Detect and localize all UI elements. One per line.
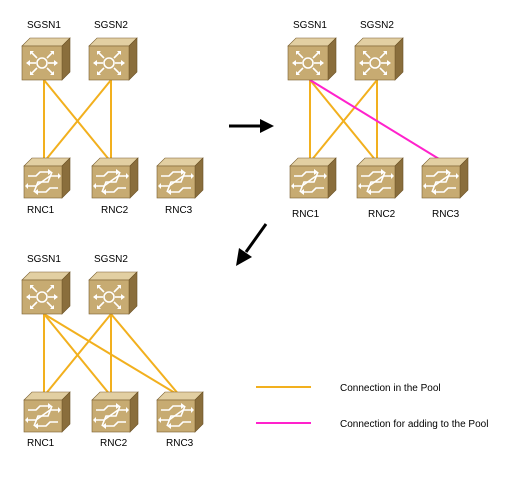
rnc3-switch-icon	[421, 157, 469, 199]
legend: Connection in the Pool Connection for ad…	[256, 383, 488, 430]
link-sgsn1-rnc3-add	[309, 79, 445, 163]
rnc2-switch-icon	[356, 157, 404, 199]
link-sgsn2-rnc1	[43, 313, 112, 397]
rnc2-switch-icon	[91, 391, 139, 433]
link-sgsn2-rnc3	[110, 313, 181, 397]
sgsn2-label: SGSN2	[360, 20, 394, 31]
rnc2-label: RNC2	[101, 205, 129, 216]
rnc3-switch-icon	[156, 157, 204, 199]
arrow-right-icon	[229, 119, 274, 133]
rnc3-label: RNC3	[165, 205, 193, 216]
sgsn1-label: SGSN1	[27, 254, 61, 265]
link-sgsn2-rnc1	[43, 79, 112, 163]
rnc3-label: RNC3	[432, 209, 460, 220]
sgsn1-router-icon	[21, 271, 71, 315]
sgsn1-router-icon	[21, 37, 71, 81]
legend-add-label: Connection for adding to the Pool	[340, 419, 488, 430]
rnc2-label: RNC2	[100, 438, 128, 449]
sgsn2-router-icon	[88, 37, 138, 81]
panel-adding: SGSN1 SGSN2 RNC1 RNC2 RNC3	[287, 20, 469, 220]
rnc3-switch-icon	[156, 391, 204, 433]
rnc1-switch-icon	[289, 157, 337, 199]
rnc2-label: RNC2	[368, 209, 396, 220]
sgsn2-label: SGSN2	[94, 20, 128, 31]
legend-pool-label: Connection in the Pool	[340, 383, 441, 394]
link-sgsn2-rnc1	[309, 79, 378, 163]
rnc1-switch-icon	[23, 391, 71, 433]
sgsn2-router-icon	[354, 37, 404, 81]
links-panel-3	[43, 313, 181, 397]
links-panel-1	[43, 79, 112, 163]
sgsn1-router-icon	[287, 37, 337, 81]
arrow-down-left-icon	[236, 223, 268, 266]
sgsn1-label: SGSN1	[27, 20, 61, 31]
sgsn2-router-icon	[88, 271, 138, 315]
rnc3-label: RNC3	[166, 438, 194, 449]
rnc1-label: RNC1	[292, 209, 320, 220]
links-panel-2	[309, 79, 445, 163]
sgsn2-label: SGSN2	[94, 254, 128, 265]
rnc1-label: RNC1	[27, 438, 55, 449]
rnc2-switch-icon	[91, 157, 139, 199]
sgsn1-label: SGSN1	[293, 20, 327, 31]
rnc1-switch-icon	[23, 157, 71, 199]
panel-after: SGSN1 SGSN2 RNC1 RNC2 RNC3	[21, 254, 204, 449]
rnc1-label: RNC1	[27, 205, 55, 216]
panel-before: SGSN1 SGSN2 RNC1 RNC2 RNC3	[21, 20, 204, 216]
